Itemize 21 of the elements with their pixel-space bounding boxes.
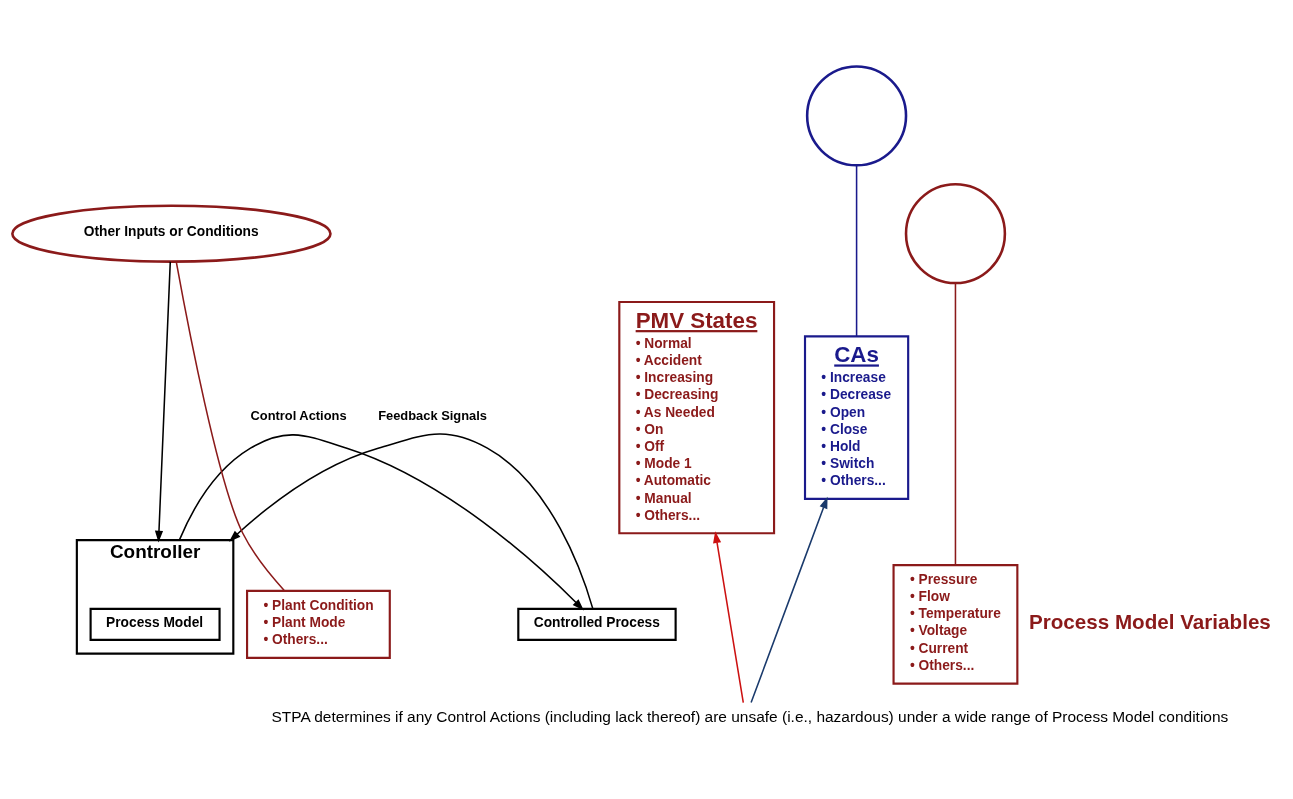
arrow <box>154 260 172 542</box>
connector <box>855 164 858 337</box>
node-ellipse: Other Inputs or Conditions <box>11 203 332 263</box>
node-box: CAs • Increase • Decrease • Open • Close • Hold • Switch • Others... <box>803 334 910 500</box>
node-circle <box>805 64 908 167</box>
node-circle <box>904 182 1007 284</box>
connector <box>175 260 286 591</box>
edge-label: Feedback Signals <box>378 407 487 423</box>
node-box: Process Model <box>89 607 221 641</box>
arrow <box>750 496 828 703</box>
arrow <box>713 530 745 703</box>
node-text: STPA determines if any Control Actions (including lack thereof) are unsafe (i.e., hazardous) under a wide range of Process Model conditions <box>271 707 1229 725</box>
connector <box>954 282 957 566</box>
node-box: PMV States • Normal • Accident • Increasing • Decreasing • As Needed • On • Off • Mode 1 • Automatic • Manual • Others... <box>618 300 776 534</box>
edge-label: Control Actions <box>250 407 347 423</box>
node-box: Controlled Process <box>517 607 677 641</box>
arrow <box>229 432 594 610</box>
label: Process Model Variables <box>1028 609 1271 633</box>
node-box: • Plant Condition • Plant Mode • Others... <box>246 589 391 659</box>
arrow <box>178 433 584 610</box>
node-box: • Pressure • Flow • Temperature • Voltage • Current • Others... <box>892 563 1019 685</box>
